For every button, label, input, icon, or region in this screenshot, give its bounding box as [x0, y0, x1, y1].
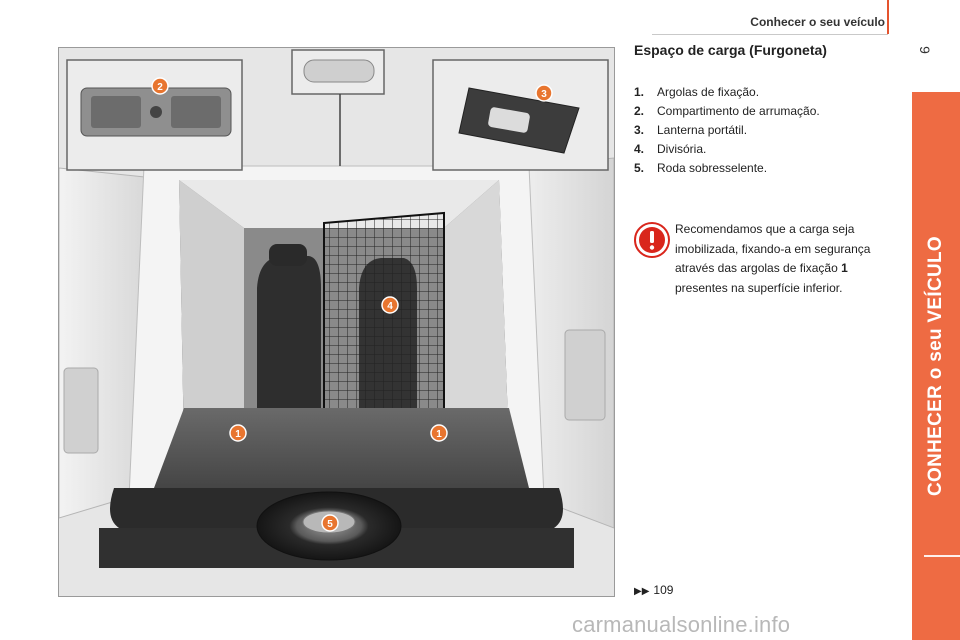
warning-icon: [634, 222, 670, 258]
inset-lamp-lens: [488, 107, 530, 133]
callout-1-right-label: 1: [436, 429, 442, 440]
legend-item-number: 2.: [634, 104, 645, 118]
legend-item-number: 4.: [634, 142, 645, 156]
double-arrow-icon: ▶▶: [634, 586, 650, 597]
legend-item: 4. Divisória.: [634, 140, 820, 159]
partition-grid: [323, 211, 445, 419]
warning-text-after: presentes na superfície inferior.: [675, 280, 843, 295]
warning-text: Recomendamos que a carga seja imobilizad…: [675, 220, 890, 298]
callout-1-right: 1: [430, 424, 448, 442]
page-reference[interactable]: ▶▶109: [634, 583, 673, 597]
header-accent-tick: [887, 0, 889, 34]
legend-item-number: 5.: [634, 161, 645, 175]
callout-1-left: 1: [229, 424, 247, 442]
callout-2-label: 2: [157, 82, 163, 93]
legend-item: 1. Argolas de fixação.: [634, 83, 820, 102]
callout-5: 5: [321, 514, 339, 532]
left-wall: [179, 180, 244, 448]
warning-text-before: Recomendamos que a carga seja imobilizad…: [675, 222, 871, 275]
callout-4-label: 4: [387, 301, 393, 312]
chapter-label: CONHECER o seu VEÍCULO: [925, 236, 946, 496]
legend-item-number: 1.: [634, 85, 645, 99]
inset-storage-slot-left: [91, 96, 141, 128]
page-reference-number: 109: [653, 583, 674, 597]
legend-item: 2. Compartimento de arrumação.: [634, 102, 820, 121]
driver-headrest: [269, 244, 307, 266]
driver-seat: [257, 256, 321, 408]
legend-item-label: Lanterna portátil.: [657, 123, 748, 137]
door-panel-left: [63, 367, 99, 454]
callout-3: 3: [535, 84, 553, 102]
callout-1-left-label: 1: [235, 429, 241, 440]
cargo-illustration: 2 3 4 1 1 5: [58, 47, 615, 597]
legend-item-label: Argolas de fixação.: [657, 85, 760, 99]
header-title: Conhecer o seu veículo: [750, 15, 885, 29]
section-title: Espaço de carga (Furgoneta): [634, 42, 827, 58]
legend-item-label: Divisória.: [657, 142, 707, 156]
cargo-illustration-drawing: 2 3 4 1 1 5: [59, 48, 614, 596]
door-panel-right: [564, 329, 606, 421]
legend-item-number: 3.: [634, 123, 645, 137]
inset-storage-slot-right: [171, 96, 221, 128]
legend-item: 3. Lanterna portátil.: [634, 121, 820, 140]
header-rule: [652, 34, 888, 35]
legend-list: 1. Argolas de fixação. 2. Compartimento de…: [634, 83, 820, 178]
callout-5-label: 5: [327, 519, 333, 530]
legend-item-label: Compartimento de arrumação.: [657, 104, 820, 118]
right-wall: [444, 180, 509, 448]
inset-storage-knob: [150, 106, 162, 118]
warning-text-bold: 1: [841, 261, 848, 275]
chapter-sidebar: CONHECER o seu VEÍCULO: [912, 92, 960, 640]
legend-item: 5. Roda sobresselente.: [634, 159, 820, 178]
inset-mirror-glass: [303, 59, 375, 83]
legend-item-label: Roda sobresselente.: [657, 161, 768, 175]
callout-4: 4: [381, 296, 399, 314]
callout-3-label: 3: [541, 89, 547, 100]
cargo-floor: [154, 408, 529, 488]
sidebar-divider: [924, 555, 960, 557]
callout-2: 2: [151, 77, 169, 95]
watermark: carmanualsonline.info: [572, 612, 791, 637]
page-number: 9: [917, 46, 933, 54]
